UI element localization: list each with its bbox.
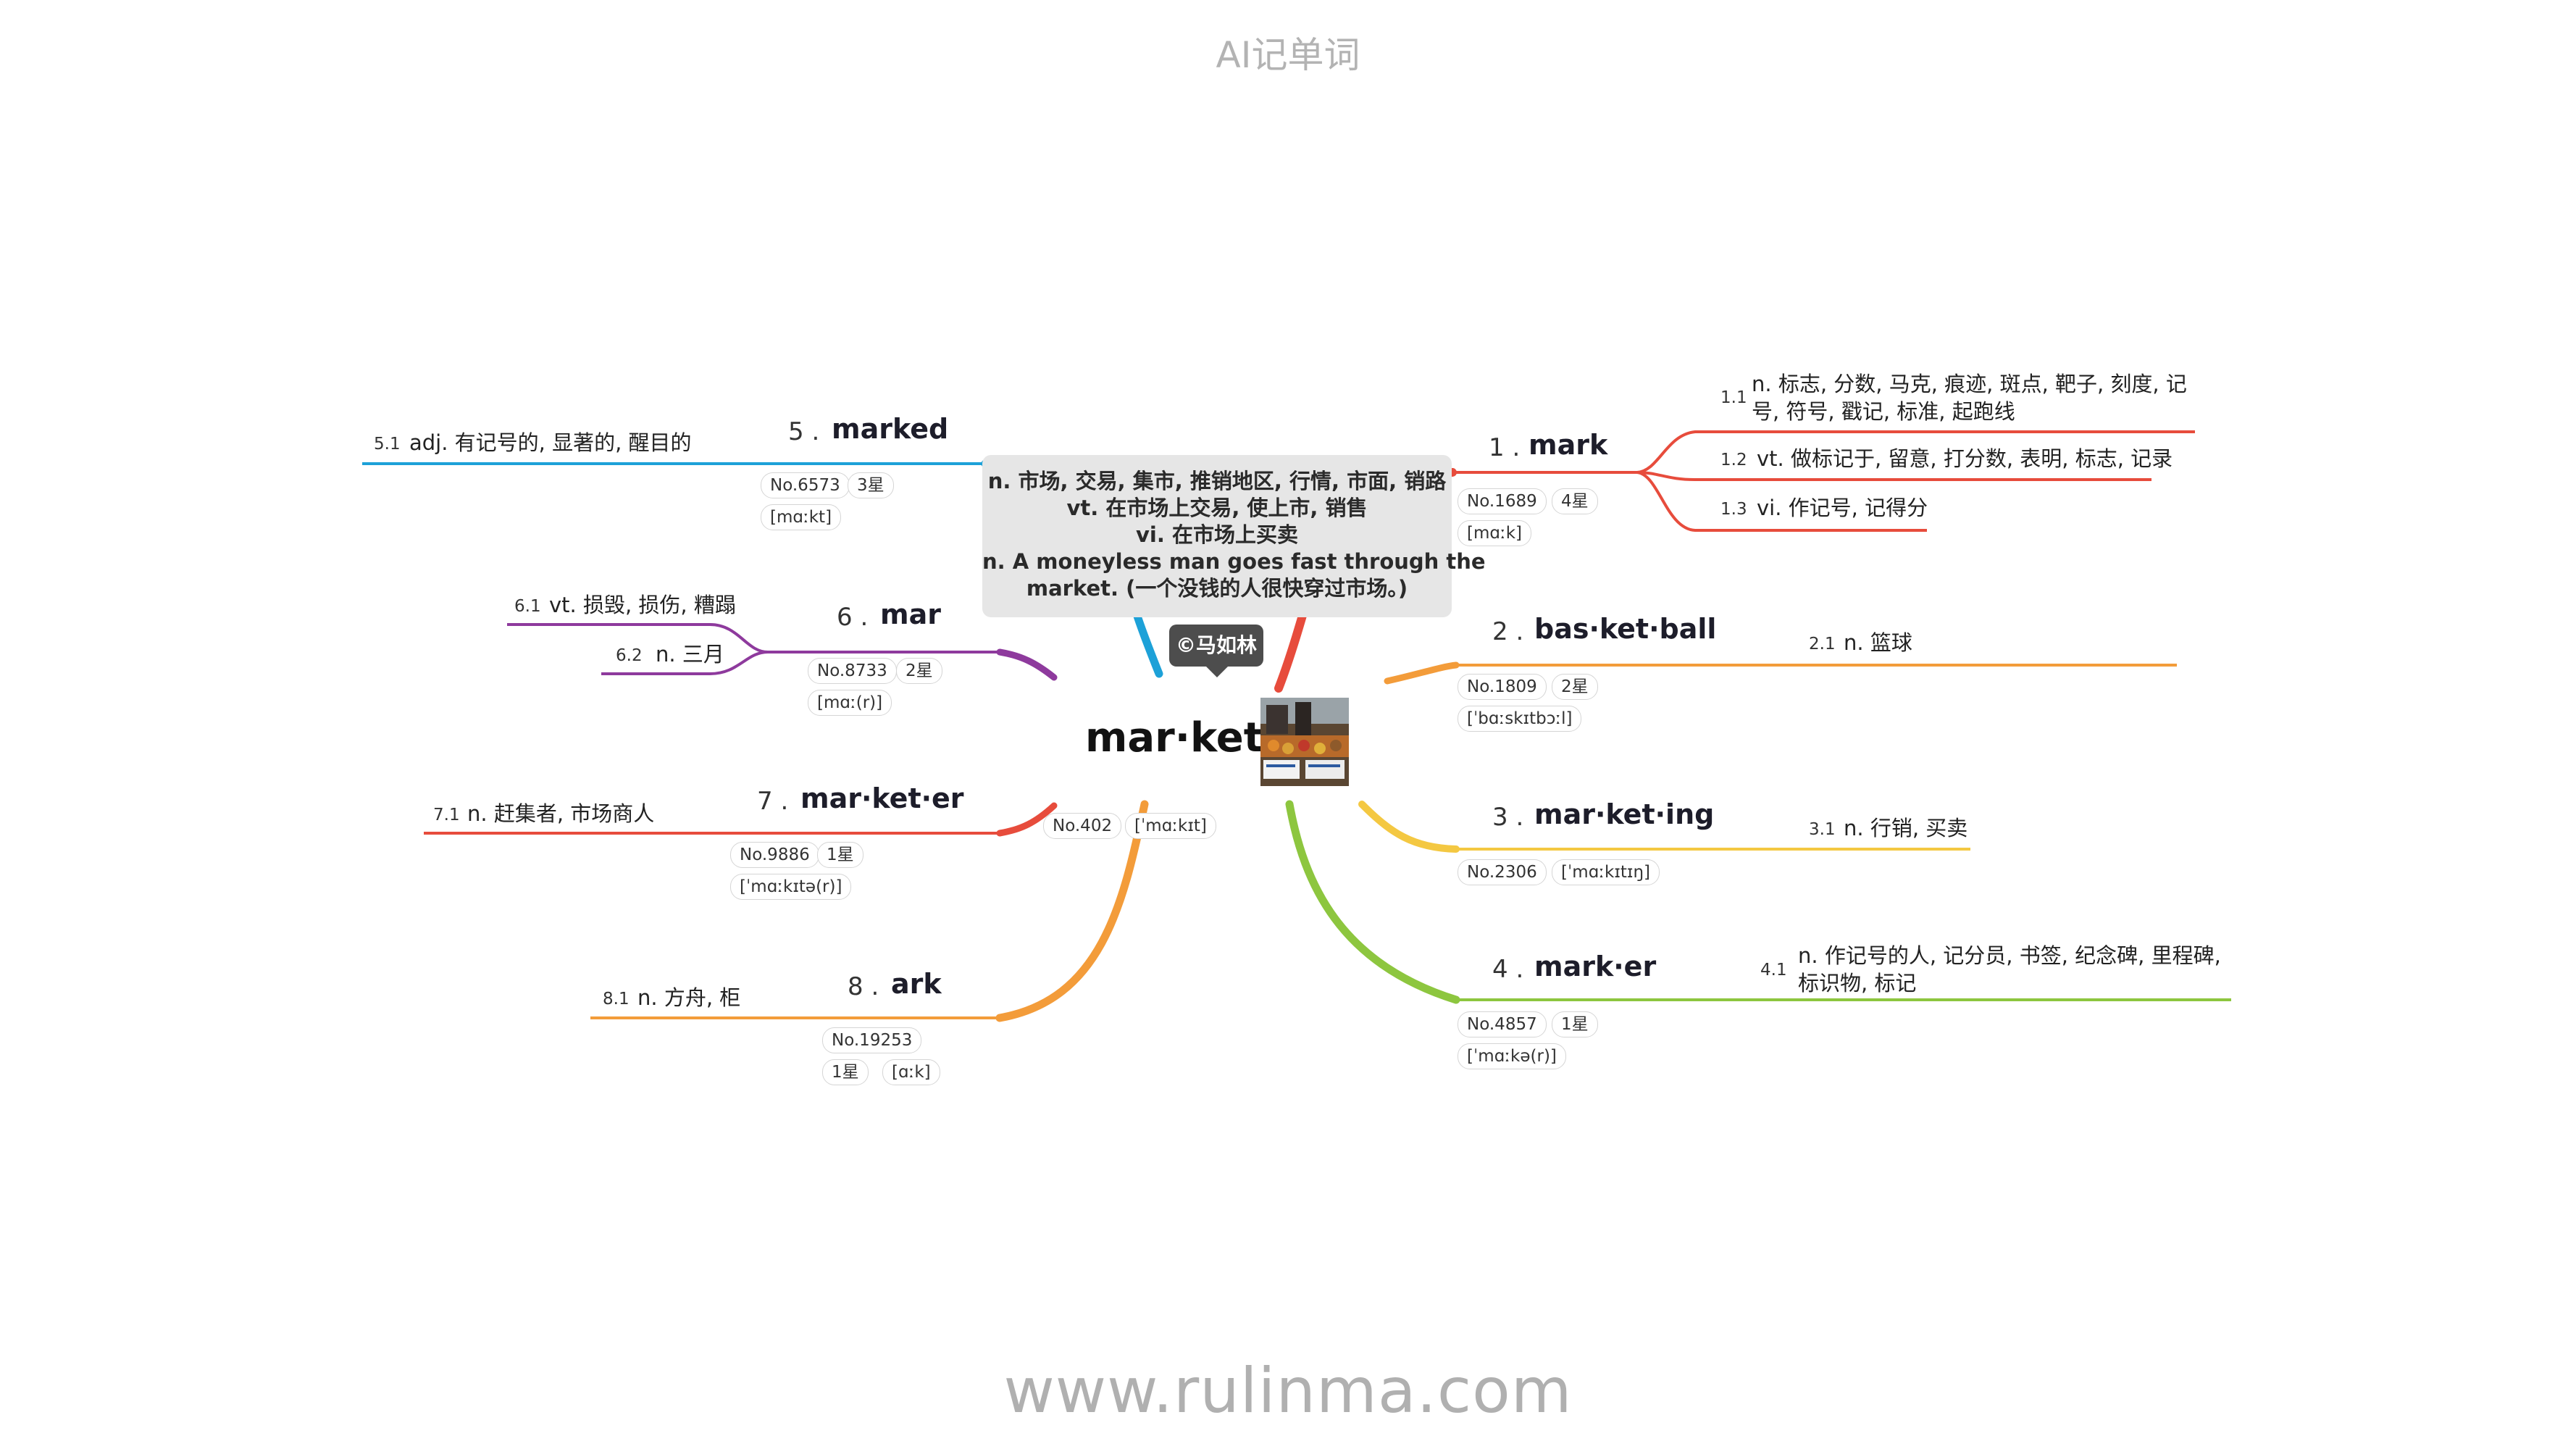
callout-line: market. (一个没钱的人很快穿过市场。) (1026, 576, 1408, 601)
def-2-1-text: n. 篮球 (1844, 630, 1912, 655)
branch-1-stars: 4星 (1552, 488, 1598, 514)
callout-line: vi. 在市场上买卖 (1136, 522, 1298, 547)
branch-8-no: No.19253 (822, 1027, 922, 1053)
branch-1-phonetic: [mɑːk] (1458, 520, 1532, 546)
def-1-3-text: vi. 作记号, 记得分 (1757, 496, 1928, 520)
def-7-1-num: 7.1 (433, 806, 460, 824)
branch-5-stars: 3星 (848, 472, 894, 498)
branch-7-word: mar·ket·er (800, 782, 964, 814)
branch-2-word: bas·ket·ball (1534, 613, 1717, 645)
branch-8-stars: 1星 (822, 1059, 869, 1085)
branch-1-word: mark (1529, 429, 1608, 461)
def-5-1-num: 5.1 (374, 435, 401, 454)
branch-2-no: No.1809 (1458, 674, 1547, 700)
def-6-1-text: vt. 损毁, 损伤, 糟蹋 (549, 593, 736, 617)
branch-7-no: No.9886 (730, 842, 819, 868)
branch-6-stars: 2星 (896, 658, 942, 684)
branch-8-word: ark (891, 968, 942, 1000)
branch-2-stars: 2星 (1552, 674, 1598, 700)
def-4-1-text: n. 作记号的人, 记分员, 书签, 纪念碑, 里程碑, 标识物, 标记 (1798, 943, 2221, 995)
def-1-3-num: 1.3 (1720, 500, 1747, 519)
def-8-1-num: 8.1 (603, 990, 630, 1009)
copyright-badge: ©马如林 (1169, 625, 1263, 667)
callout-line: n. A moneyless man goes fast through the (982, 549, 1486, 574)
branch-8-num: 8 . (848, 972, 879, 1001)
branch-3-phonetic: [ˈmɑːkɪtɪŋ] (1552, 859, 1660, 885)
branch-4-num: 4 . (1492, 955, 1524, 984)
connector-3 (1358, 801, 1460, 853)
def-2-1-num: 2.1 (1809, 635, 1836, 653)
def-1-2-text: vt. 做标记于, 留意, 打分数, 表明, 标志, 记录 (1757, 446, 2173, 471)
def-1-2-num: 1.2 (1720, 451, 1747, 469)
center-phonetic: [ˈmɑːkɪt] (1125, 813, 1216, 839)
branch-6-word: mar (880, 598, 941, 630)
def-6-2-text: n. 三月 (656, 642, 724, 667)
def-6-1-num: 6.1 (514, 597, 541, 616)
center-word: mar·ket (1085, 714, 1263, 761)
branch-4-word: mark·er (1534, 951, 1657, 982)
connector-4 (1285, 800, 1460, 1004)
branch-5-phonetic: [mɑːkt] (761, 504, 842, 530)
branch-1-no: No.1689 (1458, 488, 1547, 514)
def-1-1-text: n. 标志, 分数, 马克, 痕迹, 斑点, 靶子, 刻度, 记号, 符号, 戳… (1752, 372, 2187, 424)
branch-6-num: 6 . (837, 603, 869, 632)
branch-5-num: 5 . (788, 417, 820, 446)
def-5-1-text: adj. 有记号的, 显著的, 醒目的 (409, 430, 692, 455)
connector-8 (995, 800, 1149, 1022)
branch-5-word: marked (832, 413, 949, 445)
branch-4-stars: 1星 (1552, 1011, 1598, 1037)
branch-4-no: No.4857 (1458, 1011, 1547, 1037)
def-4-1-num: 4.1 (1760, 961, 1787, 980)
branch-3-num: 3 . (1492, 803, 1524, 832)
def-8-1-text: n. 方舟, 柜 (637, 985, 741, 1010)
branch-7-stars: 1星 (817, 842, 863, 868)
def-1-1-num: 1.1 (1720, 388, 1747, 407)
branch-6-phonetic: [mɑː(r)] (808, 690, 892, 716)
branch-1-num: 1 . (1489, 433, 1521, 462)
branch-7-num: 7 . (757, 787, 789, 816)
definition-callout: n. 市场, 交易, 集市, 推销地区, 行情, 市面, 销路 vt. 在市场上… (982, 455, 1486, 617)
branch-4-phonetic: [ˈmɑːkə(r)] (1458, 1043, 1566, 1069)
def-7-1-text: n. 赶集者, 市场商人 (467, 801, 655, 826)
center-no: No.402 (1043, 813, 1122, 839)
callout-line: vt. 在市场上交易, 使上市, 销售 (1066, 496, 1368, 520)
def-3-1-num: 3.1 (1809, 820, 1836, 839)
branch-2-num: 2 . (1492, 617, 1524, 646)
branch-7-phonetic: [ˈmɑːkɪtə(r)] (730, 874, 852, 900)
branch-3-no: No.2306 (1458, 859, 1547, 885)
branch-2-phonetic: [ˈbɑːskɪtbɔːl] (1458, 706, 1582, 732)
callout-line: n. 市场, 交易, 集市, 推销地区, 行情, 市面, 销路 (987, 469, 1447, 493)
footer-url: www.rulinma.com (1003, 1355, 1573, 1427)
connector-2 (1384, 661, 1460, 685)
branch-3-word: mar·ket·ing (1534, 798, 1715, 830)
def-3-1-text: n. 行销, 买卖 (1844, 816, 1968, 840)
branch-5-no: No.6573 (761, 472, 850, 498)
branch-8-phonetic: [ɑːk] (882, 1059, 940, 1085)
connector-7 (996, 802, 1058, 837)
branch-6-no: No.8733 (808, 658, 897, 684)
market-photo (1260, 698, 1349, 786)
def-6-2-num: 6.2 (616, 646, 643, 665)
connector-6 (996, 648, 1058, 681)
header-title: AI记单词 (1216, 34, 1360, 76)
